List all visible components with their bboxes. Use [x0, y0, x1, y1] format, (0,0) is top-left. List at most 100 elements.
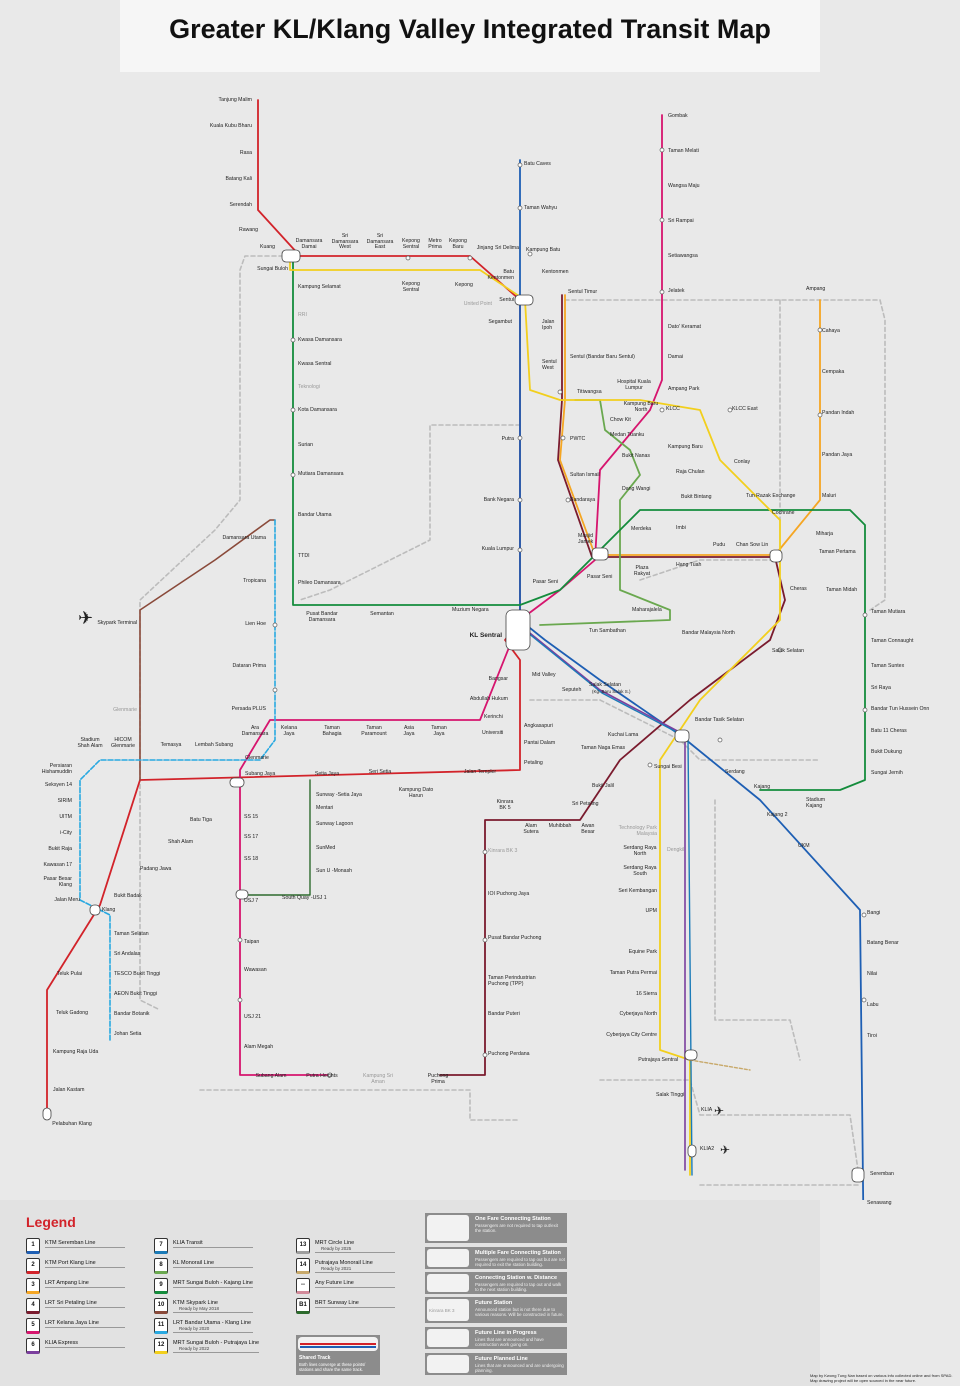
station-label[interactable]: Alam Sutera: [523, 823, 539, 835]
station-label[interactable]: USJ 7: [244, 898, 259, 904]
station-label[interactable]: Johan Setia: [114, 1031, 142, 1037]
station-label[interactable]: Sungai Buloh: [257, 266, 288, 272]
station-label[interactable]: SIRIM: [57, 798, 72, 804]
station-label[interactable]: Bandar Puteri: [488, 1011, 520, 1017]
station-label[interactable]: Bukit Jalil: [592, 783, 614, 789]
station-label[interactable]: TTDI: [298, 553, 310, 559]
station-label[interactable]: Metro Prima: [428, 238, 442, 250]
station-label[interactable]: Setiawangsa: [668, 253, 698, 259]
station-label[interactable]: Senawang: [867, 1200, 892, 1206]
station-label[interactable]: IOI Puchong Jaya: [488, 891, 530, 897]
station-label[interactable]: Medan Tuanku: [610, 432, 645, 438]
station-label[interactable]: Cempaka: [822, 369, 845, 375]
station-label[interactable]: Kampung Dato Harun: [398, 787, 434, 799]
station-label[interactable]: Serendah: [229, 202, 253, 208]
station-label[interactable]: Klang: [102, 907, 116, 913]
station-label[interactable]: Batu 11 Cheras: [871, 728, 907, 734]
station-label[interactable]: Ampang Park: [668, 386, 700, 392]
station-label[interactable]: Pusat Bandar Puchong: [488, 935, 542, 941]
station-label[interactable]: Salak Selatan: [589, 682, 622, 688]
station-label[interactable]: Cyberjaya City Centre: [606, 1032, 657, 1038]
station-label[interactable]: Maharajalela: [632, 607, 662, 613]
station-label[interactable]: Imbi: [676, 525, 686, 531]
station-label[interactable]: Bukit Raja: [48, 846, 72, 852]
station-label[interactable]: Awan Besar: [581, 823, 595, 835]
station-label[interactable]: Seksyen 14: [44, 782, 72, 788]
station-label[interactable]: Batu Kentonmen: [487, 269, 514, 281]
station-label[interactable]: Kampung Baru: [668, 444, 703, 450]
station-label[interactable]: Kuchai Lama: [608, 732, 639, 738]
station-label[interactable]: Titiwangsa: [577, 389, 602, 395]
station-label[interactable]: Merdeka: [631, 526, 652, 532]
station-label[interactable]: Kampung Raja Uda: [53, 1049, 99, 1055]
station-label[interactable]: Kepong Baru: [449, 238, 467, 250]
station-label[interactable]: Sri Damansara West: [331, 233, 359, 251]
station-label[interactable]: Sun U -Monash: [316, 868, 353, 874]
station-label[interactable]: Kampung Batu: [526, 247, 561, 253]
station-label[interactable]: Sri Delima: [495, 245, 519, 251]
station-label[interactable]: Bandar Tasik Selatan: [695, 717, 744, 723]
station-label[interactable]: Kelana Jaya: [280, 725, 298, 737]
station-label[interactable]: Batu Tiga: [190, 817, 212, 823]
station-label[interactable]: Mid Valley: [532, 672, 556, 678]
station-label[interactable]: USJ 21: [244, 1014, 262, 1020]
station-label[interactable]: Phileo Damansara: [298, 580, 341, 586]
station-label[interactable]: Kajang: [754, 784, 771, 790]
station-label[interactable]: Labu: [867, 1002, 879, 1008]
station-label[interactable]: Tun Sambathan: [589, 628, 626, 634]
station-label[interactable]: Subang Alam: [255, 1073, 287, 1079]
station-label[interactable]: Dataran Prima: [232, 663, 266, 669]
station-label[interactable]: Taman Putra Permai: [609, 970, 657, 976]
station-label[interactable]: Taman Naga Emas: [581, 745, 626, 751]
station-label[interactable]: United Point: [463, 301, 492, 307]
station-label[interactable]: Kampung Sri Aman: [363, 1073, 393, 1085]
station-label[interactable]: Kampung Baru North: [623, 401, 659, 413]
station-label[interactable]: Pelabuhan Klang: [52, 1121, 92, 1127]
station-label[interactable]: Tropicana: [243, 578, 266, 584]
station-label[interactable]: Hang Tuah: [676, 562, 702, 568]
station-label[interactable]: Kinrara BK 3: [488, 848, 518, 854]
station-label[interactable]: KLCC: [666, 406, 680, 412]
station-label[interactable]: Kepong Sentral: [402, 281, 420, 293]
station-label[interactable]: Persiaran Hishamuddin: [41, 763, 72, 775]
station-label[interactable]: Bandar Tun Hussein Onn: [871, 706, 930, 712]
station-label[interactable]: Putrajaya Sentral: [638, 1057, 678, 1063]
station-label[interactable]: Sultan Ismail: [570, 472, 600, 478]
station-label[interactable]: Segambut: [488, 319, 512, 325]
station-label[interactable]: Kawasan 17: [43, 862, 72, 868]
station-label[interactable]: Kwasa Sentral: [298, 361, 332, 367]
station-label[interactable]: Lembah Subang: [194, 742, 234, 748]
station-label[interactable]: Pudu: [713, 542, 726, 548]
station-label[interactable]: Jalan Ipoh: [542, 319, 555, 331]
station-label[interactable]: Sri Andalas: [114, 951, 141, 957]
station-label[interactable]: Seri Setia: [368, 769, 392, 775]
station-label[interactable]: Seremban: [870, 1171, 894, 1177]
station-label[interactable]: Chow Kit: [610, 417, 631, 423]
station-label[interactable]: Bandar Utama: [298, 512, 332, 518]
station-label[interactable]: Gombak: [668, 113, 688, 119]
station-label[interactable]: Taman Mutiara: [871, 609, 906, 615]
station-label[interactable]: Cheras: [790, 586, 807, 592]
station-label[interactable]: Kajang 2: [767, 812, 788, 818]
station-label[interactable]: Bangsar: [488, 676, 508, 682]
station-label[interactable]: Pantai Dalam: [524, 740, 556, 746]
station-label[interactable]: Taman Wahyu: [524, 205, 557, 211]
station-label[interactable]: Serdang Raya South: [623, 865, 657, 877]
station-label[interactable]: Stadium Kajang: [806, 797, 826, 809]
station-label[interactable]: Sri Rampai: [668, 218, 694, 224]
station-label[interactable]: Dang Wangi: [622, 486, 651, 492]
station-label[interactable]: Sentul: [499, 297, 514, 303]
station-label[interactable]: Wawasan: [244, 967, 267, 973]
station-label[interactable]: Kota Damansara: [298, 407, 337, 413]
station-label[interactable]: South Quay -USJ 1: [282, 895, 327, 901]
station-label[interactable]: UITM: [59, 814, 72, 820]
station-label[interactable]: Skypark Terminal: [97, 620, 137, 626]
station-label[interactable]: Seputeh: [562, 687, 582, 693]
station-label[interactable]: Raja Chulan: [676, 469, 705, 475]
station-label[interactable]: Sungai Besi: [654, 764, 682, 770]
station-label[interactable]: Jalan Templer: [463, 769, 497, 775]
station-label[interactable]: Conlay: [734, 459, 751, 465]
station-label[interactable]: Taman Midah: [826, 587, 858, 593]
station-label[interactable]: Bukit Nanas: [622, 453, 650, 459]
station-label[interactable]: Taman Pertama: [819, 549, 856, 555]
